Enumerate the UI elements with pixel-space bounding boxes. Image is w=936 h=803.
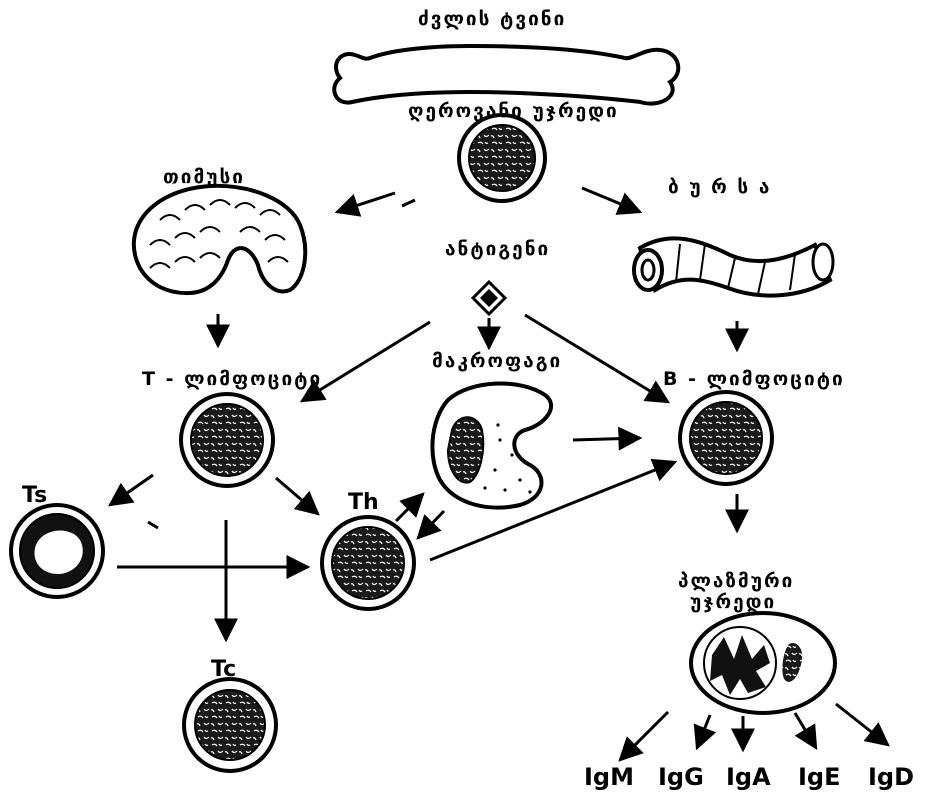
bone-marrow-label: ძვლის ტვინი bbox=[418, 10, 566, 29]
arrow-th-to-macrophage bbox=[396, 494, 423, 521]
t-lymphocyte-label: T - ლიმფოციტი bbox=[142, 370, 322, 389]
ig-label-igd: IgD bbox=[868, 765, 914, 789]
stem-cell bbox=[459, 115, 545, 201]
thymus-label: თიმუსი bbox=[163, 168, 245, 187]
ig-label-iga: IgA bbox=[726, 765, 771, 789]
macrophage-label: მაკროფაგი bbox=[432, 352, 562, 371]
ts-cell bbox=[11, 505, 103, 597]
plasma-cell-label-line2: უჯრედი bbox=[690, 593, 776, 612]
stem-cell-label: ღეროვანი უჯრედი bbox=[408, 102, 619, 121]
th-cell bbox=[322, 517, 414, 609]
tc-cell bbox=[184, 679, 276, 771]
arrow-plasma-to-igd bbox=[836, 704, 888, 745]
bursa-label: ბ უ რ ს ა bbox=[668, 178, 771, 197]
ts-label: Ts bbox=[22, 485, 47, 507]
bursa-organ bbox=[634, 238, 833, 295]
arrow-stem-to-bursa bbox=[582, 188, 640, 212]
arrow-plasma-to-igm bbox=[620, 712, 668, 760]
plasma-cell bbox=[691, 613, 835, 713]
arrow-plasma-to-ige bbox=[795, 713, 816, 748]
arrow-stem-to-thymus bbox=[337, 193, 395, 212]
arrow-t-to-th bbox=[276, 478, 318, 514]
th-label: Th bbox=[348, 492, 379, 514]
plasma-cell-label-line1: პლაზმური bbox=[678, 572, 794, 591]
macrophage-cell bbox=[432, 384, 551, 508]
arrow-macrophage-to-b bbox=[573, 438, 640, 440]
arrow-t-to-ts bbox=[110, 475, 153, 505]
ig-label-igg: IgG bbox=[658, 765, 704, 789]
antigen-label: ანტიგენი bbox=[445, 240, 550, 259]
ig-label-ige: IgE bbox=[798, 765, 841, 789]
t-lymphocyte-cell bbox=[181, 394, 273, 486]
ig-label-igm: IgM bbox=[584, 765, 634, 789]
arrow-plasma-to-igg bbox=[697, 715, 710, 748]
antigen-diamond bbox=[473, 282, 505, 314]
bone-icon bbox=[334, 46, 678, 104]
arrow-macrophage-to-th bbox=[418, 511, 444, 538]
b-lymphocyte-cell bbox=[680, 392, 772, 484]
b-lymphocyte-label: B - ლიმფოციტი bbox=[663, 370, 845, 389]
tc-label: Tc bbox=[211, 659, 236, 681]
